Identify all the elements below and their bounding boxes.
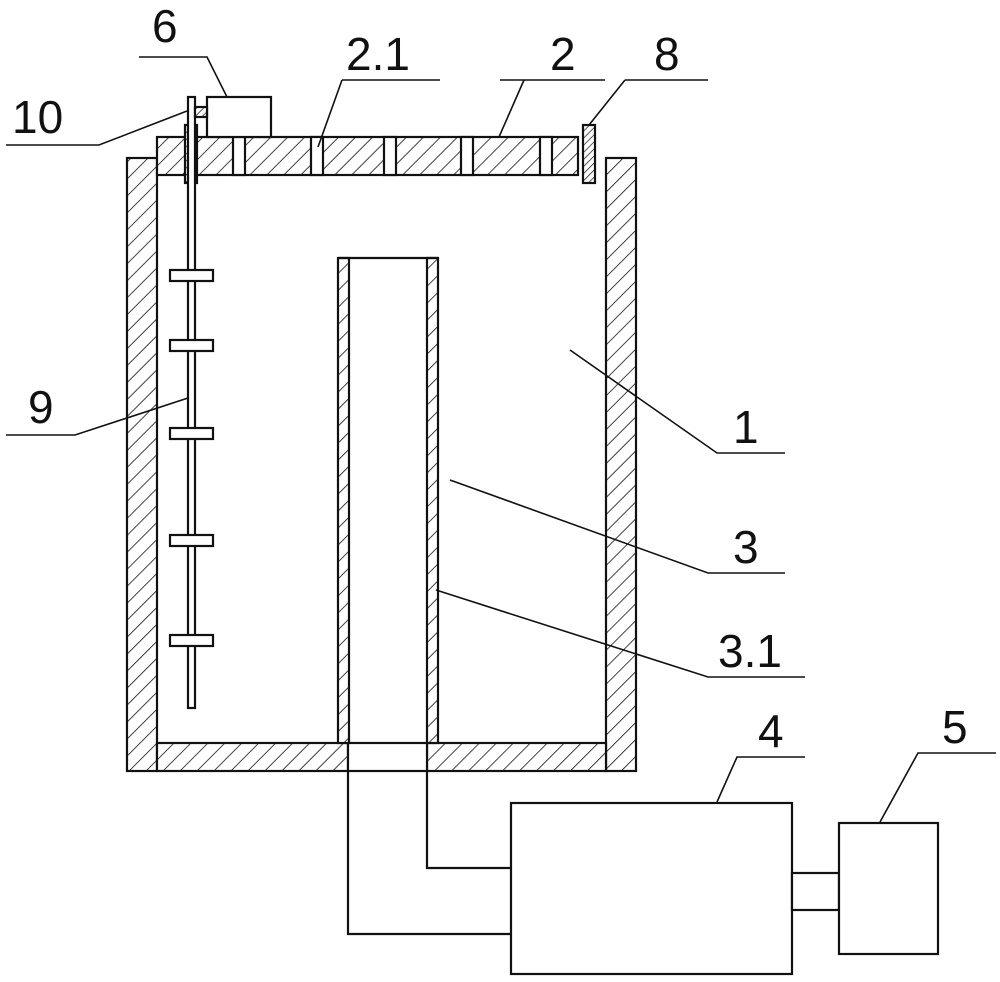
label-10: 10 [12, 91, 63, 143]
lid-vent-hole [538, 135, 554, 177]
stirring-blade [168, 338, 215, 353]
lid-vent-hole [459, 135, 475, 177]
label-3-1: 3.1 [718, 625, 782, 677]
stirring-blade [168, 633, 215, 648]
label-2: 2 [550, 28, 576, 80]
lid-vent-hole [309, 135, 325, 177]
label-9: 9 [28, 381, 54, 433]
stirring-blade [168, 533, 215, 548]
central-tube [336, 256, 440, 745]
label-2-1: 2.1 [346, 28, 410, 80]
tank-body [125, 156, 638, 773]
tank-bottom-opening [346, 741, 429, 773]
label-8: 8 [654, 28, 680, 80]
pipe-inner [425, 771, 511, 870]
leader-lines [6, 56, 996, 823]
tube-right-wall [425, 256, 440, 745]
tank-bottom-left [155, 741, 350, 773]
stirring-blade [168, 268, 215, 283]
tube-left-wall [336, 256, 351, 745]
lid-plate [155, 135, 580, 177]
tank-right-wall [604, 156, 638, 773]
lid [155, 135, 580, 177]
tank-left-wall [125, 156, 159, 773]
label-6: 6 [152, 0, 178, 52]
pump-box [509, 801, 794, 976]
label-5: 5 [942, 701, 968, 753]
pipe-outer [346, 771, 511, 936]
seal-block [581, 123, 597, 185]
label-4: 4 [758, 705, 784, 757]
motor-box [205, 95, 273, 139]
label-1: 1 [733, 401, 759, 453]
drive-motor-box [837, 821, 940, 956]
lid-vent-hole [231, 135, 247, 177]
lid-vent-hole [382, 135, 398, 177]
stirring-blade [168, 426, 215, 441]
tank-bottom-right [425, 741, 608, 773]
coupling-block [193, 105, 209, 119]
stirring-shaft [186, 95, 197, 710]
drive-coupling [790, 871, 841, 912]
label-3: 3 [733, 521, 759, 573]
stirring-blades [168, 268, 215, 648]
